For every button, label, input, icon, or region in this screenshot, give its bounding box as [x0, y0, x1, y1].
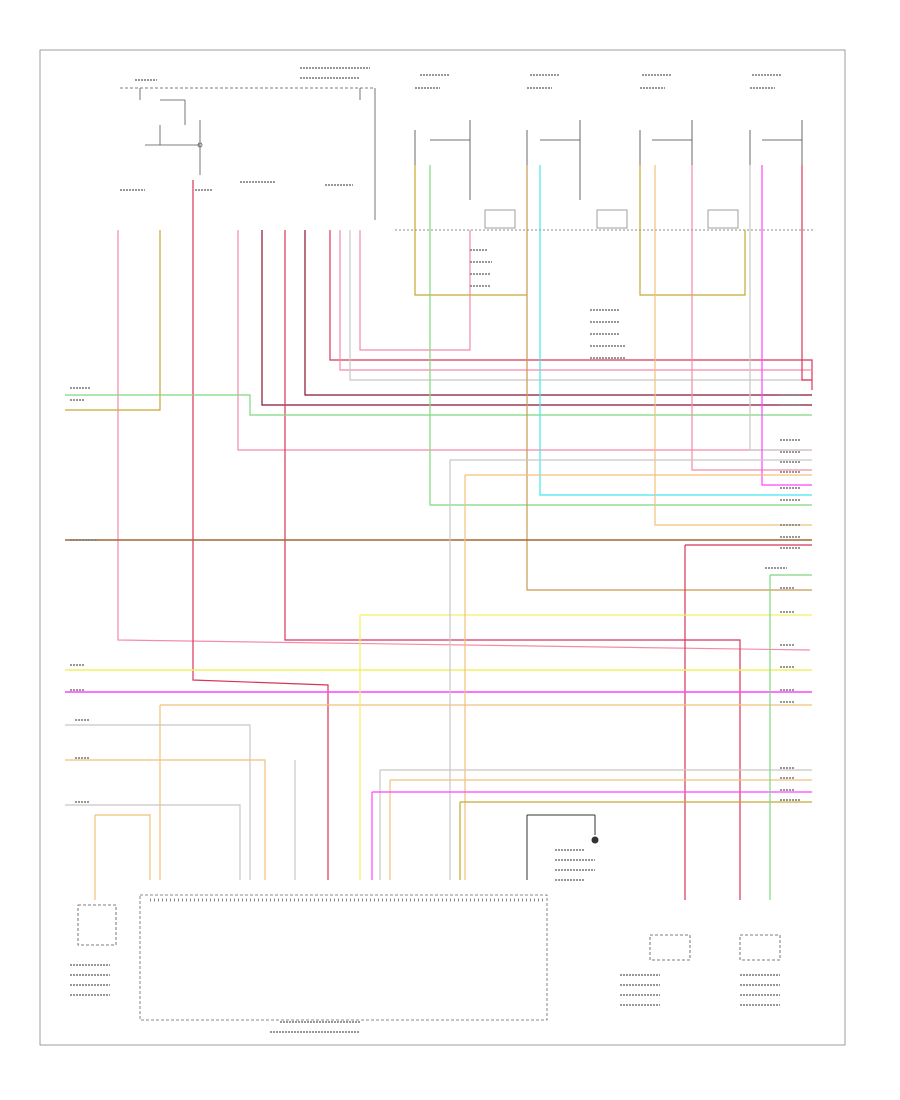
wire-pink-2	[237, 230, 812, 451]
wire-pink-5	[691, 165, 812, 471]
wire-red-3	[329, 230, 813, 390]
ecm-box	[139, 894, 548, 1021]
wire-red-1	[192, 180, 329, 880]
wire-gray-4	[65, 804, 241, 880]
wire-orange-9	[95, 814, 151, 880]
left-sensor	[77, 904, 117, 946]
sensor-a	[649, 934, 691, 961]
wire-orange-1	[654, 165, 812, 526]
wire-green-1	[65, 394, 812, 416]
ground-symbol	[526, 814, 599, 880]
wire-cyan-1	[539, 165, 812, 496]
coil-modules	[395, 120, 815, 231]
right-sensors	[649, 934, 781, 961]
wire-gray-2	[749, 165, 812, 451]
wire-pink-1	[117, 230, 811, 651]
wire-dkred-1	[261, 230, 812, 406]
diagram-frame	[39, 49, 846, 1046]
wire-orange-4	[65, 759, 266, 880]
wire-gold-1	[414, 165, 527, 296]
wires	[65, 165, 813, 900]
wire-magenta-1	[761, 165, 812, 486]
wire-pink-3	[339, 230, 812, 371]
wire-pink-4	[359, 230, 471, 351]
wire-gray-1	[349, 230, 812, 381]
sensor-b	[739, 934, 781, 961]
wire-tan-1	[526, 165, 812, 591]
fuse-relay-block	[120, 87, 376, 220]
coil-module-2	[526, 120, 628, 230]
label-smudges	[70, 67, 802, 1033]
wire-gray-3	[65, 724, 251, 880]
wire-gold-top	[65, 230, 161, 411]
wire-red-4	[801, 165, 812, 381]
coil-module-4	[749, 120, 803, 230]
wire-green-2	[429, 165, 812, 506]
wire-red-2	[284, 230, 741, 900]
wire-dkred-2	[304, 230, 812, 396]
engine-control-module	[139, 894, 548, 1021]
